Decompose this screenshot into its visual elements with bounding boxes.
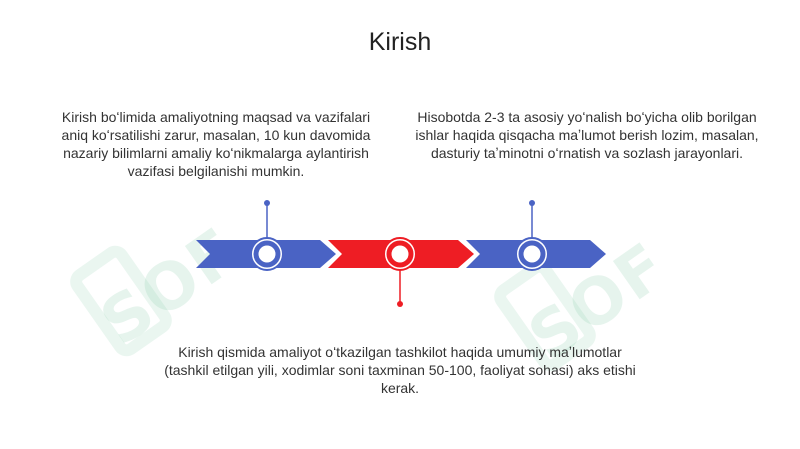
text-block-bottom: Kirish qismida amaliyot oʻtkazilgan tash… xyxy=(164,344,636,396)
connector-dot-left xyxy=(264,200,270,206)
milestone-ring-3 xyxy=(518,240,546,268)
connector-dot-right xyxy=(529,200,535,206)
text-block-right: Hisobotda 2-3 ta asosiy yoʻnalish boʻyic… xyxy=(415,109,759,161)
text-block-left: Kirish boʻlimida amaliyotning maqsad va … xyxy=(61,109,371,179)
milestone-ring-2 xyxy=(386,240,414,268)
milestone-ring-1 xyxy=(253,240,281,268)
connector-dot-bottom xyxy=(397,301,403,307)
slide-title: Kirish xyxy=(368,28,432,56)
